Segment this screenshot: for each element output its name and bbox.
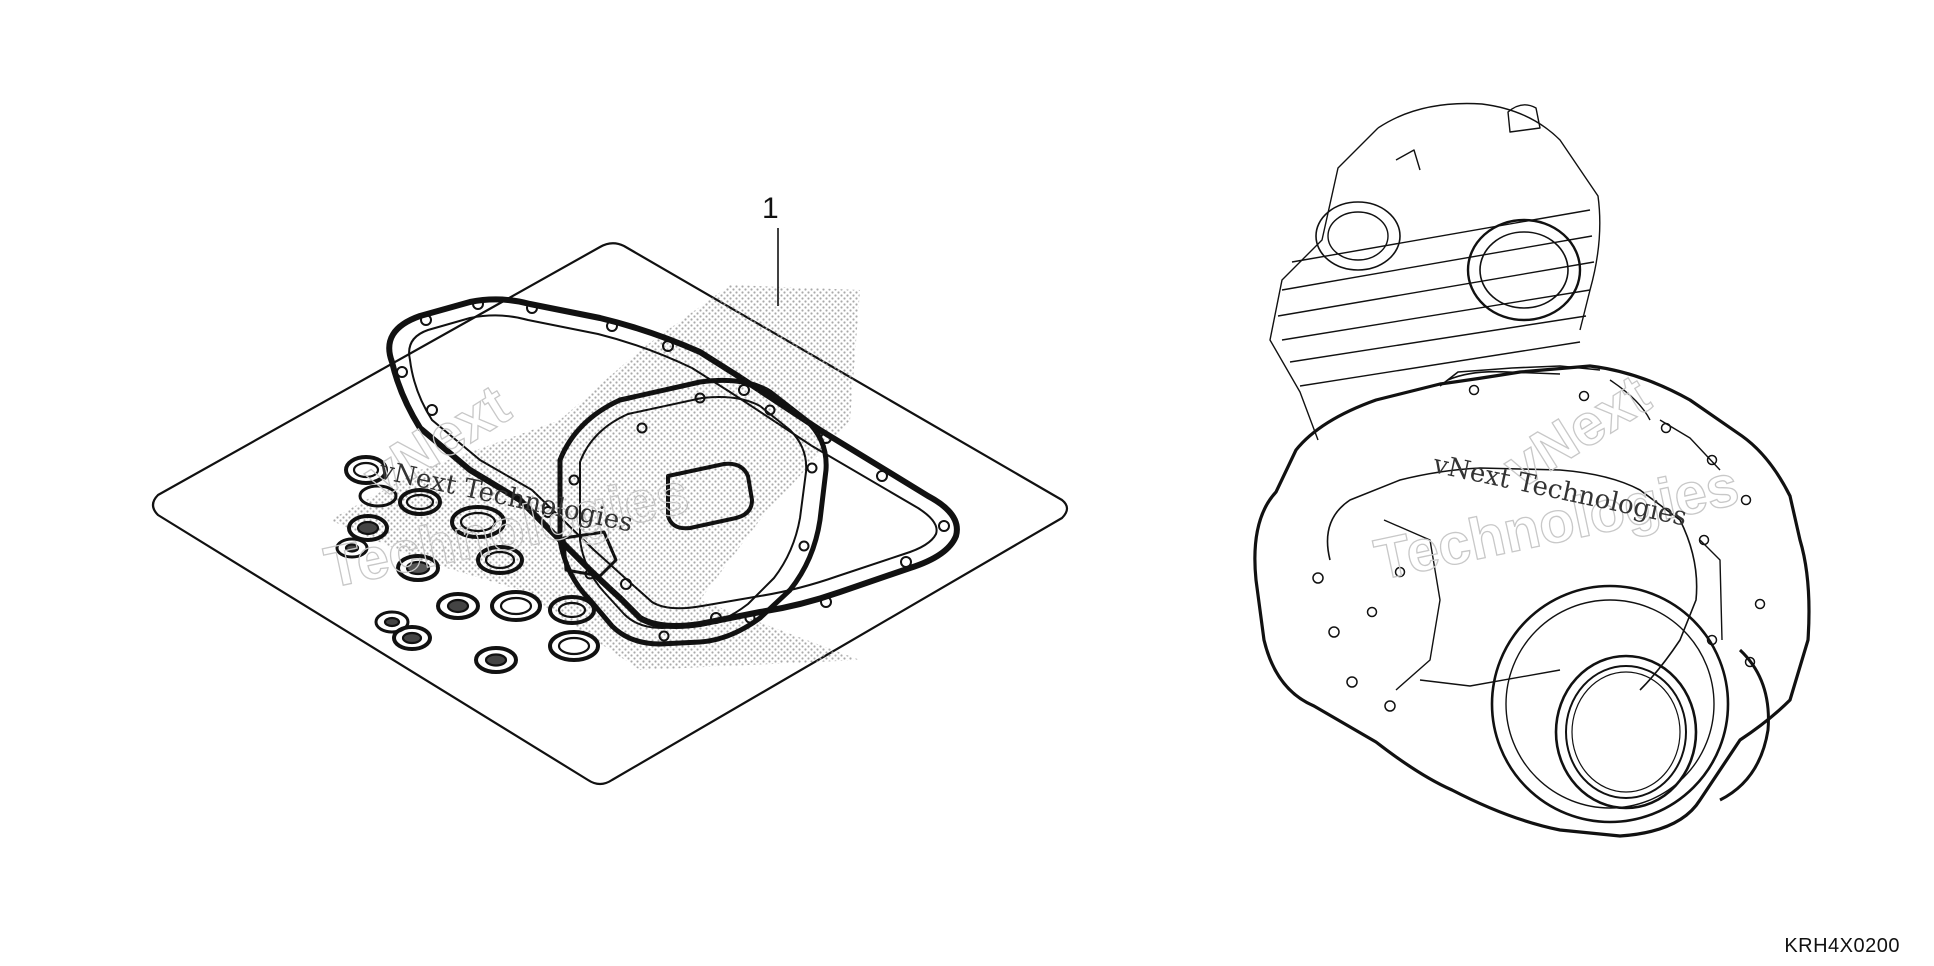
cover-ring-outer	[1490, 584, 1730, 824]
case-gasket-line	[1326, 467, 1698, 691]
gasket-kit-bag-outline	[151, 242, 1069, 786]
cover-gasket	[557, 377, 829, 647]
gasket-kit-illustration	[151, 242, 1069, 786]
small-plate-gasket	[666, 461, 754, 531]
watermark-right: vNext Technologies vNext Technologies	[1369, 362, 1745, 594]
gasket-bolt-holes	[396, 298, 950, 624]
cover-ring-seal	[1554, 654, 1698, 810]
engine-illustration	[1253, 102, 1811, 838]
callout-number: 1	[762, 192, 779, 225]
port-right	[1466, 218, 1582, 322]
port-left	[1315, 201, 1401, 271]
diagram-code: KRH4X0200	[1784, 935, 1900, 957]
o-ring-set	[335, 455, 600, 674]
